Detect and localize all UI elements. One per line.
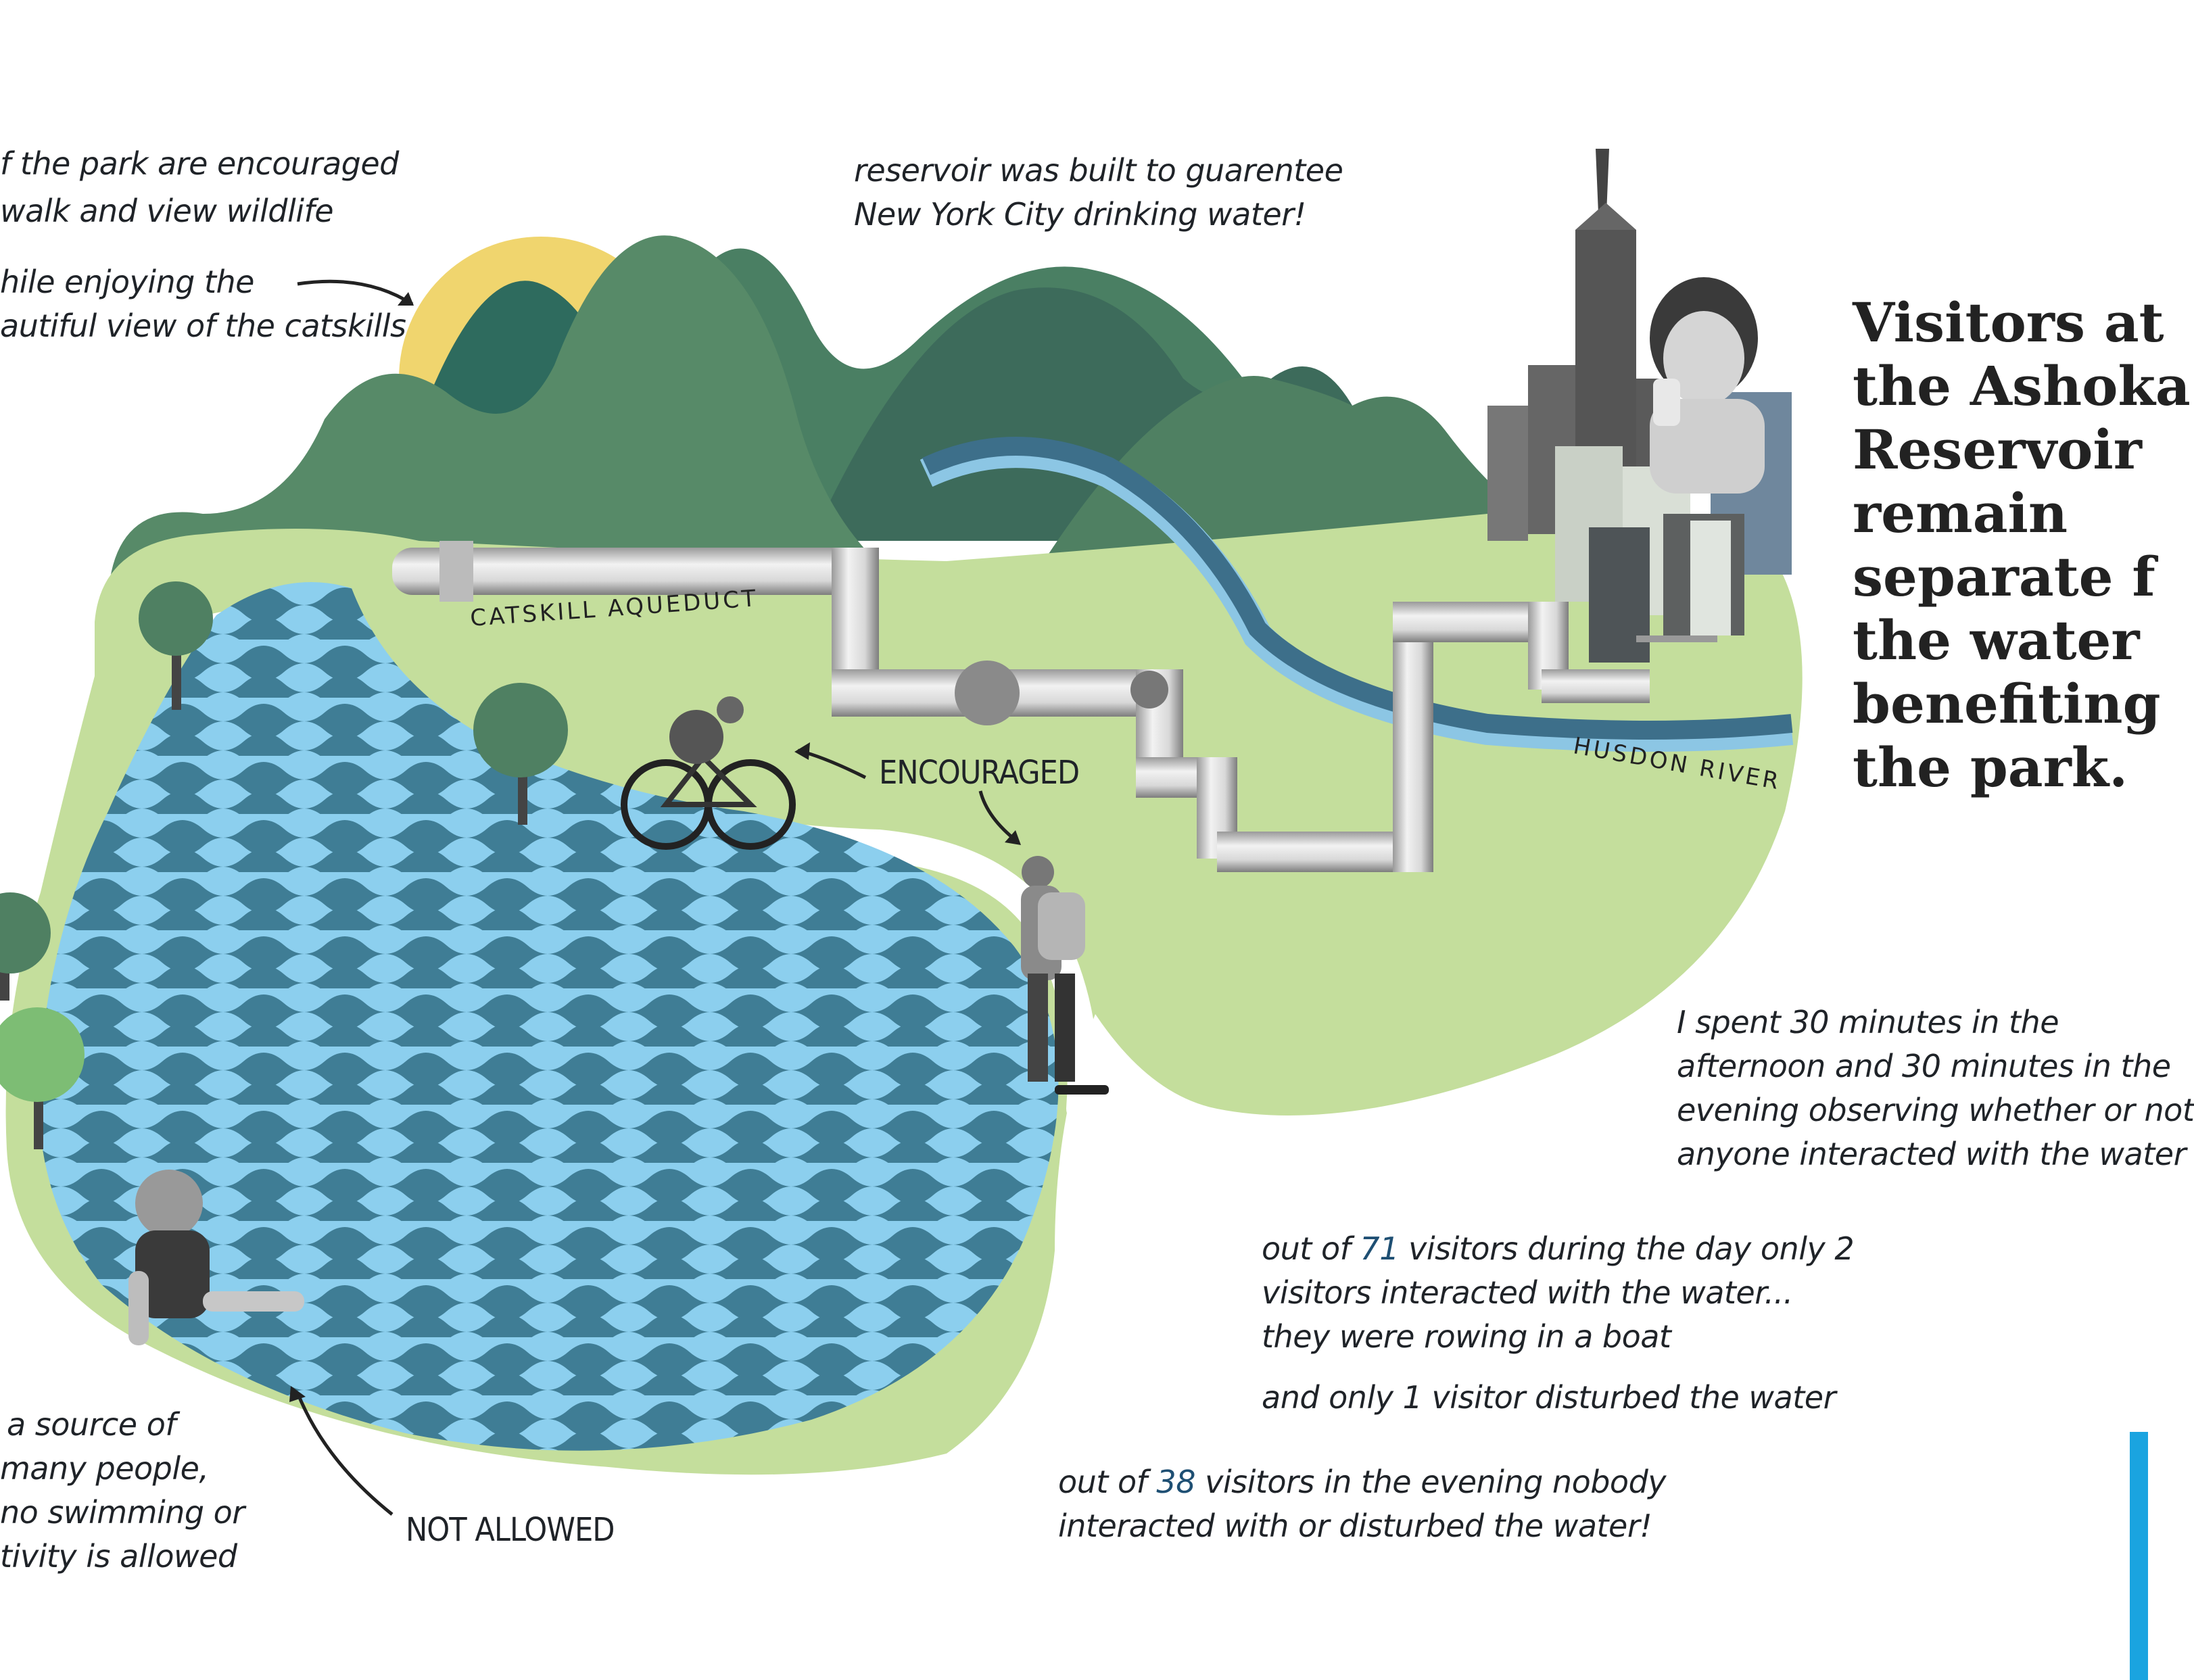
arrow-to-toddler-head: [289, 1386, 306, 1402]
title-line-1: Visitors at: [1853, 291, 2164, 354]
tree-3: [0, 892, 51, 1001]
note-method-4: anyone interacted with the water: [1677, 1136, 2187, 1172]
catskill-aqueduct-pipe: [392, 541, 1650, 872]
note-top-left-3: hile enjoying the: [0, 264, 255, 300]
eve-suffix: visitors in the evening nobody: [1205, 1464, 1666, 1500]
arrow-to-sun: [297, 279, 414, 306]
note-method-1: I spent 30 minutes in the: [1677, 1004, 2059, 1040]
note-top-left-4: autiful view of the catskills: [0, 308, 406, 344]
child-drinking-photo: [1650, 277, 1765, 494]
accent-bar: [2130, 1432, 2148, 1680]
tree-4: [0, 1007, 85, 1149]
note-top-left-1: f the park are encouraged: [0, 145, 399, 182]
title-line-2: the Ashoka: [1853, 354, 2191, 418]
note-day-1: out of 71 visitors during the day only 2: [1262, 1227, 1855, 1270]
note-top-center-1: reservoir was built to guarentee: [854, 152, 1343, 189]
not-allowed-label: NOT ALLOWED: [406, 1511, 615, 1549]
arrow-to-cyclist-head: [794, 742, 810, 760]
skateboarder-photo: [1021, 856, 1109, 1095]
tree-1: [139, 581, 213, 710]
note-eve-1: out of 38 visitors in the evening nobody: [1058, 1460, 1666, 1504]
note-method-3: evening observing whether or not: [1677, 1092, 2194, 1128]
cyclist-photo: [621, 696, 796, 850]
title-line-8: the park.: [1853, 736, 2128, 799]
note-method-2: afternoon and 30 minutes in the: [1677, 1048, 2171, 1084]
day-visitor-count: 71: [1360, 1230, 1399, 1267]
note-top-center-2: New York City drinking water!: [854, 196, 1306, 233]
day-prefix: out of: [1262, 1230, 1351, 1267]
note-day-4: and only 1 visitor disturbed the water: [1262, 1379, 1836, 1416]
note-day-2: visitors interacted with the water...: [1262, 1274, 1793, 1311]
toddler-photo: [128, 1170, 304, 1345]
tree-2: [473, 683, 568, 825]
title-line-5: separate f: [1853, 545, 2155, 608]
mountain-left: [108, 235, 920, 595]
encouraged-label: ENCOURAGED: [879, 754, 1080, 792]
page-title: Visitors at the Ashoka Reservoir remain …: [1853, 291, 2191, 799]
eve-prefix: out of: [1058, 1464, 1147, 1500]
title-line-4: remain: [1853, 481, 2068, 545]
arrow-to-skater-head: [1005, 830, 1021, 845]
eve-visitor-count: 38: [1156, 1464, 1195, 1500]
arrow-to-toddler: [295, 1392, 394, 1516]
title-line-6: the water: [1853, 608, 2140, 672]
note-top-left-2: walk and view wildlife: [0, 193, 334, 229]
note-eve-2: interacted with or disturbed the water!: [1058, 1508, 1652, 1544]
arrow-to-sun-head: [398, 292, 414, 306]
title-line-7: benefiting: [1853, 672, 2161, 736]
note-bottom-left-4: tivity is allowed: [0, 1538, 237, 1575]
reservoir-water: [38, 582, 1059, 1451]
note-day-3: they were rowing in a boat: [1262, 1318, 1671, 1355]
note-bottom-left-2: many people,: [0, 1450, 209, 1487]
note-bottom-left-1: a source of: [7, 1406, 176, 1443]
hudson-river: [922, 437, 1793, 740]
day-suffix: visitors during the day only 2: [1408, 1230, 1855, 1267]
note-bottom-left-3: no swimming or: [0, 1494, 245, 1531]
title-line-3: Reservoir: [1853, 418, 2142, 481]
reservoir-diagram: [0, 149, 1803, 1516]
